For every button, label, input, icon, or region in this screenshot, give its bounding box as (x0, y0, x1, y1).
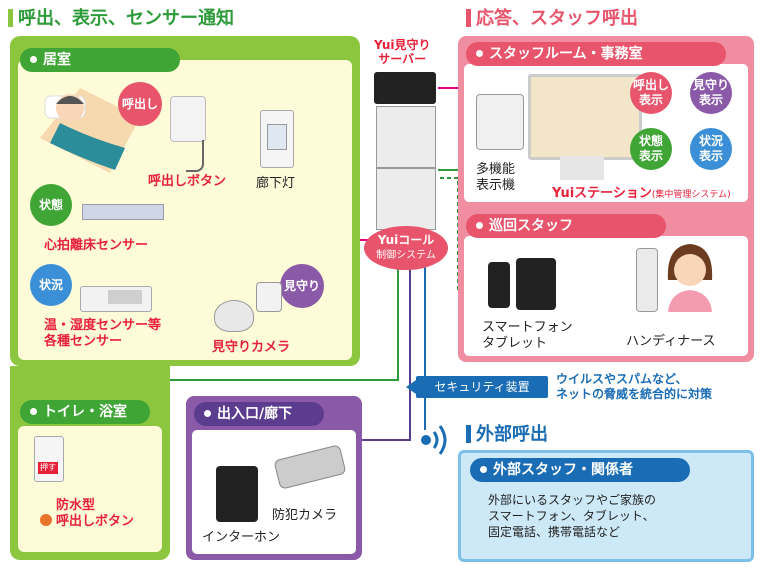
heart-sensor-device (82, 204, 164, 220)
toilet-button-pull (40, 514, 52, 526)
entrance-header: 出入口/廊下 (194, 402, 324, 426)
call-display-circle: 呼出し 表示 (630, 72, 672, 114)
station-monitor (528, 74, 642, 160)
situation-display-circle: 状況 表示 (690, 128, 732, 170)
security-arrow (406, 380, 416, 394)
title-left: 呼出、表示、センサー通知 (8, 8, 234, 30)
station-sub: (集中管理システム) (651, 190, 731, 200)
smartphone-device (488, 262, 510, 308)
server-rack-top (374, 72, 436, 104)
toilet-button-device (34, 436, 64, 482)
nurse-illustration (662, 240, 718, 312)
control-system-badge: Yuiコール 制御システム (364, 226, 448, 270)
phone-device (476, 94, 524, 150)
control-system-sub: 制御システム (376, 250, 436, 261)
watch-camera-device (214, 300, 254, 332)
tablet-device (516, 258, 556, 310)
bed-illustration (30, 78, 150, 178)
control-system-title: Yuiコール (377, 233, 435, 247)
watch-camera-label: 見守りカメラ (212, 340, 291, 355)
server-rack-mid (376, 106, 436, 168)
call-button-cord (186, 140, 204, 172)
security-tag: セキュリティ装置 (416, 376, 548, 398)
call-button-device (170, 96, 206, 142)
title-external: 外部呼出 (466, 424, 548, 446)
state-display-circle: 状態 表示 (630, 128, 672, 170)
watch-circle: 見守り (280, 264, 324, 308)
patrol-header: 巡回スタッフ (466, 214, 666, 238)
station-label: Yuiステーション(集中管理システム) (552, 182, 731, 201)
title-right: 応答、スタッフ呼出 (466, 8, 638, 30)
state-circle: 状態 (30, 184, 72, 226)
corridor-light-lamp (267, 124, 287, 150)
toilet-header: トイレ・浴室 (20, 400, 150, 424)
server-rack-low (376, 168, 436, 230)
call-circle: 呼出し (118, 82, 162, 126)
external-desc: 外部にいるスタッフやご家族の スマートフォン、タブレット、 固定電話、携帯電話な… (488, 493, 657, 539)
staff-room-header: スタッフルーム・事務室 (466, 42, 726, 66)
watch-display-circle: 見守り 表示 (690, 72, 732, 114)
situation-circle: 状況 (30, 264, 72, 306)
phone-label: 多機能 表示機 (476, 162, 516, 193)
heart-sensor-label: 心拍離床センサー (44, 238, 149, 253)
temp-sensor-label: 温・湿度センサー等 各種センサー (44, 318, 162, 349)
station-stand (560, 156, 604, 180)
security-camera-label: 防犯カメラ (272, 508, 338, 523)
call-button-label: 呼出しボタン (148, 174, 227, 189)
toilet-button-label: 防水型 呼出しボタン (56, 498, 135, 529)
room-header: 居室 (20, 48, 180, 72)
watch-camera-small (256, 282, 282, 312)
external-header: 外部スタッフ・関係者 (470, 458, 690, 482)
corridor-light-label: 廊下灯 (256, 176, 296, 191)
temp-sensor-display (108, 290, 142, 304)
intercom-label: インターホン (202, 530, 281, 545)
station-title: Yuiステーション (552, 186, 652, 201)
server-label: Yui見守り サーバー (374, 38, 431, 66)
signal-icon (414, 420, 454, 460)
handy-label: ハンディナース (626, 334, 716, 349)
intercom-device (216, 466, 258, 522)
toilet-button-key: 押す (38, 462, 58, 474)
security-desc: ウイルスやスパムなど、 ネットの脅威を統合的に対策 (556, 372, 713, 401)
smartphone-label: スマートフォン タブレット (482, 320, 573, 351)
handy-device (636, 248, 658, 312)
